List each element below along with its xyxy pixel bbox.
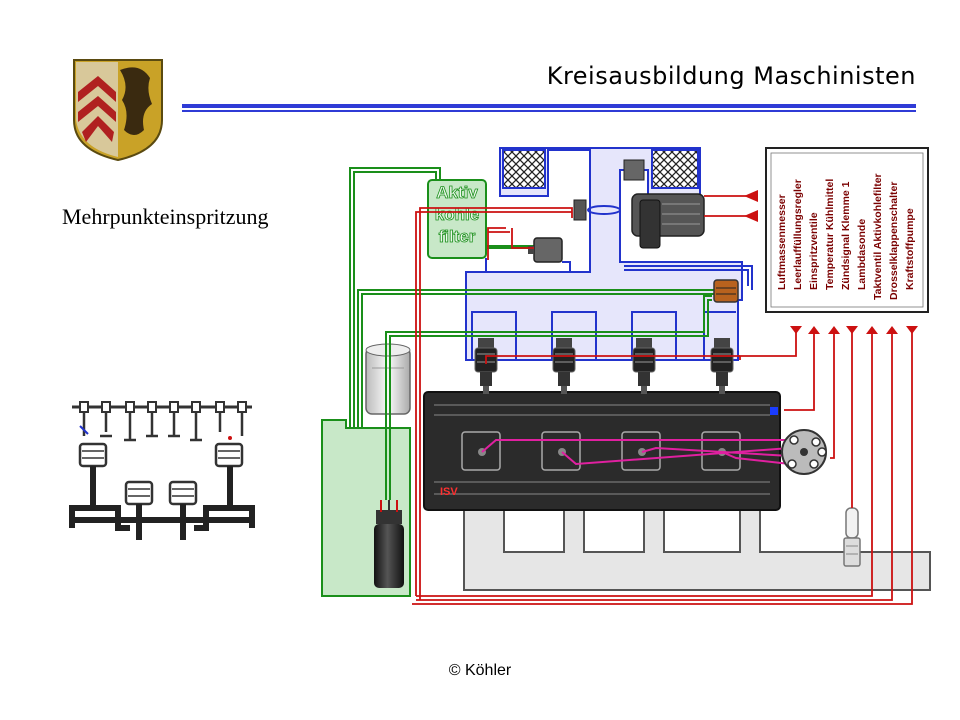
throttle-switch bbox=[573, 199, 621, 221]
slide-subtitle: Mehrpunkteinspritzung bbox=[62, 204, 269, 229]
sensor-label-1: Luftmassenmesser bbox=[776, 194, 788, 290]
sensor-label-8: Drosselklappenschalter bbox=[888, 182, 900, 300]
sensor-label-7: Taktventil Aktivkohlefilter bbox=[872, 173, 884, 300]
filter-label-line-3: filter bbox=[439, 227, 476, 246]
footer-copyright: © Köhler bbox=[448, 662, 512, 679]
filter-label-line-2: kohle bbox=[435, 205, 479, 224]
control-unit-box bbox=[765, 147, 929, 313]
sensor-label-9: Kraftstoffpumpe bbox=[904, 208, 916, 290]
page-title: Kreisausbildung Maschinisten bbox=[546, 62, 916, 90]
isv-label: ISV bbox=[440, 486, 458, 498]
activated-carbon-filter: Aktiv kohle filter bbox=[427, 179, 487, 259]
fuel-pump bbox=[374, 500, 404, 588]
signal-arrows bbox=[744, 190, 918, 334]
carbon-filter-valve bbox=[528, 237, 563, 263]
sensor-label-2: Leerlauffüllungsregler bbox=[792, 179, 804, 290]
engine-block: ISV bbox=[423, 391, 791, 511]
ignition-distributor bbox=[781, 429, 827, 475]
air-lines bbox=[485, 258, 753, 290]
pressure-regulator bbox=[713, 279, 739, 303]
filter-label-line-1: Aktiv bbox=[436, 183, 478, 202]
lambda-sensor bbox=[843, 507, 861, 567]
fuel-lines bbox=[349, 167, 720, 500]
title-underline bbox=[182, 104, 916, 112]
fuel-injectors bbox=[474, 338, 734, 394]
sensor-label-3: Einspritzventile bbox=[808, 212, 820, 290]
sensor-label-5: Zündsignal Klemme 1 bbox=[840, 181, 852, 290]
idle-control-valve bbox=[623, 159, 705, 249]
sensor-label-6: Lambdasonde bbox=[856, 219, 868, 290]
coat-of-arms-logo bbox=[73, 59, 163, 162]
signal-lines bbox=[412, 195, 913, 605]
intake-manifold bbox=[465, 147, 743, 361]
sensor-label-list: Luftmassenmesser Leerlauffüllungsregler … bbox=[776, 173, 916, 300]
fuel-filter bbox=[365, 343, 411, 415]
multipoint-schematic bbox=[69, 401, 255, 540]
sensor-label-4: Temperatur Kühlmittel bbox=[824, 179, 836, 290]
